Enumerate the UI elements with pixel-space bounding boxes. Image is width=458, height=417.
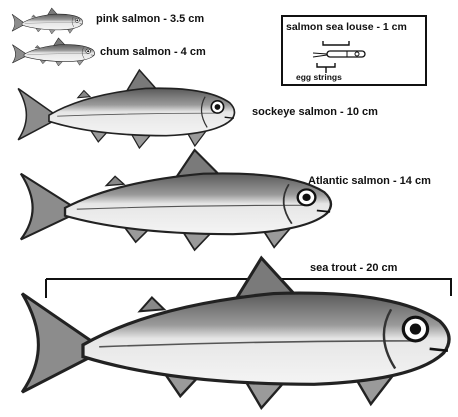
egg-strings-label: egg strings: [296, 73, 342, 82]
sea-trout-illustration: [10, 258, 456, 408]
sea-louse-panel: salmon sea louse - 1 cm egg strings: [281, 15, 427, 86]
